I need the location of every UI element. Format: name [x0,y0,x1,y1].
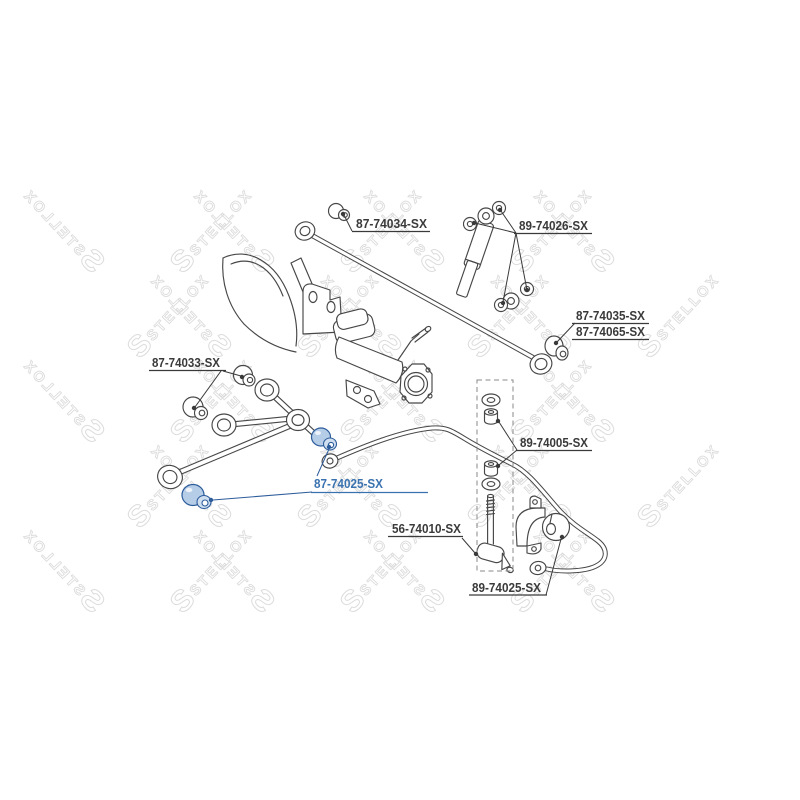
label-stab-link-bushings: 89-74005-SX [520,435,588,450]
label-87-74065: 87-74065-SX [572,324,649,341]
link-washer-top [481,393,501,407]
link-bushing-top [483,408,499,425]
label-stab-link: 56-74010-SX [392,521,461,536]
label-upper-arm-bushing: 87-74033-SX [152,355,220,370]
stabilizer-link-exploded [476,379,514,574]
label-56-74010: 56-74010-SX [388,521,479,557]
upper-control-arm [182,364,325,444]
axle-assembly [222,253,433,409]
label-87-74033: 87-74033-SX [149,355,245,411]
label-87-74035: 87-74035-SX [553,308,649,346]
link-washer-bottom [481,477,501,491]
bump-stop [332,308,376,344]
label-87-74025: 87-74025-SX [208,444,428,503]
panhard-rod [294,202,569,375]
bushing-87-74034 [327,202,351,222]
shock-absorber [456,200,535,313]
label-rod-end-bushing-a: 87-74035-SX [576,308,645,323]
label-lower-arm-bushing: 87-74025-SX [314,476,383,491]
label-rod-end-bushing-b: 87-74065-SX [576,324,645,339]
label-87-74034: 87-74034-SX [340,211,430,233]
bushing-87-74033-a [232,364,256,387]
link-bushing-bottom [483,460,499,477]
label-89-74026: 89-74026-SX [471,207,592,306]
label-89-74005: 89-74005-SX [495,418,592,469]
label-89-74025: 89-74025-SX [469,534,565,596]
bushing-87-74025-right [310,427,338,451]
stabilizer-bushing-bracket [515,495,571,555]
link-rod [486,493,495,545]
stabilizer-bar [321,425,608,576]
label-stab-bar-bushing: 89-74025-SX [472,580,541,595]
label-panhard-rod-bushing: 87-74034-SX [356,216,427,231]
link-ball-joint [476,542,514,574]
label-shock-bushing-kit: 89-74026-SX [519,218,588,233]
exploded-view-box [476,379,514,572]
bushing-87-74025-left [181,483,212,510]
bushing-89-74025 [541,512,571,542]
